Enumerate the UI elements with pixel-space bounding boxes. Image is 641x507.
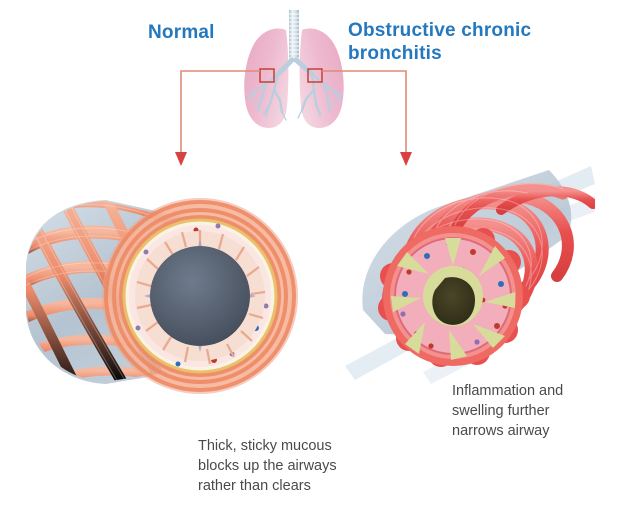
airway-cross-section-face [102,198,298,394]
caption-right-line3: narrows airway [452,423,550,439]
title-normal: Normal [148,22,215,43]
caption-mucous-blockage: Thick, sticky mucous blocks up the airwa… [198,436,408,496]
lungs-icon [244,10,344,129]
airway-lumen-narrowed [432,277,475,325]
highlight-box-left [259,68,275,83]
cilia [136,230,266,365]
caption-right-line2: swelling further [452,403,550,419]
obstructed-airway-cross-section-icon [345,166,595,384]
caption-inflammation-swelling: Inflammation and swelling further narrow… [452,381,612,441]
caption-left-line2: blocks up the airways [198,458,337,474]
caption-right-line1: Inflammation and [452,383,564,399]
trachea [289,10,299,62]
caption-left-line1: Thick, sticky mucous [198,438,332,454]
title-obstructive-line2: bronchitis [348,43,442,64]
normal-airway-cross-section-icon [26,198,298,394]
title-obstructive: Obstructive chronic bronchitis [348,19,538,65]
arrowhead-left [175,152,187,166]
title-obstructive-line1: Obstructive chronic [348,20,532,41]
caption-left-line3: rather than clears [198,478,311,494]
airway-lumen-open [150,246,250,346]
inflamed-cross-section-face [378,226,530,367]
